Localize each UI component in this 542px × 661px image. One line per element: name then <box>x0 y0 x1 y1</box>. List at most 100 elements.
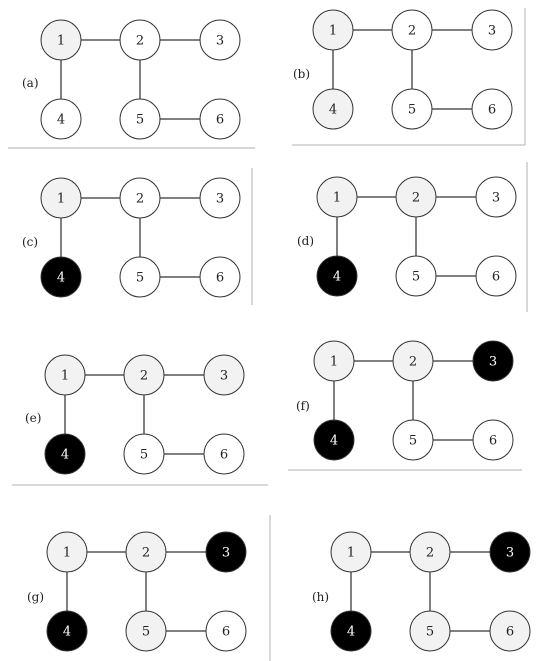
node-1-gray <box>40 177 82 219</box>
node-1-gray <box>46 531 88 573</box>
node-2-white <box>119 177 161 219</box>
node-label-1: 1 <box>57 192 65 207</box>
node-label-1: 1 <box>330 355 338 370</box>
node-label-2: 2 <box>409 355 417 370</box>
node-label-1: 1 <box>329 24 337 39</box>
node-label-6: 6 <box>220 448 228 463</box>
node-label-1: 1 <box>63 546 71 561</box>
node-label-3: 3 <box>220 369 228 384</box>
node-1-gray <box>330 531 372 573</box>
panel-label-b: (b) <box>293 67 310 81</box>
node-label-1: 1 <box>347 546 355 561</box>
node-2-gray <box>395 176 437 218</box>
node-3-black <box>489 531 531 573</box>
node-label-3: 3 <box>222 546 230 561</box>
node-label-2: 2 <box>412 191 420 206</box>
node-2-white <box>391 9 433 51</box>
panel-label-a: (a) <box>22 76 39 90</box>
node-label-5: 5 <box>412 270 420 285</box>
node-3-gray <box>203 354 245 396</box>
panel-d: 1 2 3 4 5 6 (d) <box>297 176 517 297</box>
node-4-black <box>44 433 86 475</box>
node-4-black <box>316 255 358 297</box>
node-label-5: 5 <box>140 448 148 463</box>
node-label-5: 5 <box>142 625 150 640</box>
node-2-gray <box>125 531 167 573</box>
node-6-white <box>472 419 514 461</box>
node-label-2: 2 <box>136 34 144 49</box>
node-2-white <box>119 19 161 61</box>
node-3-white <box>471 9 513 51</box>
node-5-white <box>119 256 161 298</box>
node-2-gray <box>409 531 451 573</box>
node-3-black <box>205 531 247 573</box>
node-label-6: 6 <box>216 113 224 128</box>
node-5-white <box>119 98 161 140</box>
node-5-white <box>395 255 437 297</box>
node-6-white <box>203 433 245 475</box>
node-label-5: 5 <box>408 103 416 118</box>
node-5-gray <box>409 610 451 652</box>
node-5-white <box>392 419 434 461</box>
node-label-6: 6 <box>488 103 496 118</box>
panel-label-c: (c) <box>22 235 38 249</box>
node-label-5: 5 <box>136 271 144 286</box>
node-5-white <box>123 433 165 475</box>
node-label-1: 1 <box>333 191 341 206</box>
node-1-gray <box>44 354 86 396</box>
node-label-4: 4 <box>333 270 341 285</box>
node-4-black <box>40 256 82 298</box>
node-label-6: 6 <box>492 270 500 285</box>
node-4-black <box>313 419 355 461</box>
node-label-6: 6 <box>222 625 230 640</box>
node-label-1: 1 <box>61 369 69 384</box>
panel-label-f: (f) <box>296 399 310 413</box>
panel-label-h: (h) <box>312 590 329 604</box>
node-label-2: 2 <box>136 192 144 207</box>
node-6-gray <box>489 610 531 652</box>
node-label-5: 5 <box>426 625 434 640</box>
node-5-white <box>391 88 433 130</box>
node-label-2: 2 <box>426 546 434 561</box>
node-label-4: 4 <box>347 625 355 640</box>
node-4-black <box>330 610 372 652</box>
node-1-gray <box>312 9 354 51</box>
node-3-white <box>199 177 241 219</box>
panel-label-d: (d) <box>297 234 314 248</box>
node-label-4: 4 <box>329 103 337 118</box>
node-2-gray <box>123 354 165 396</box>
node-label-3: 3 <box>216 34 224 49</box>
node-label-4: 4 <box>57 271 65 286</box>
panel-label-g: (g) <box>27 590 44 604</box>
node-label-2: 2 <box>142 546 150 561</box>
panel-g: 1 2 3 4 5 6 (g) <box>27 531 247 652</box>
node-label-3: 3 <box>492 191 500 206</box>
node-3-white <box>475 176 517 218</box>
node-label-6: 6 <box>216 271 224 286</box>
node-4-white <box>40 98 82 140</box>
node-2-gray <box>392 340 434 382</box>
node-1-gray <box>313 340 355 382</box>
node-6-white <box>475 255 517 297</box>
node-label-6: 6 <box>489 434 497 449</box>
node-label-2: 2 <box>408 24 416 39</box>
node-label-5: 5 <box>409 434 417 449</box>
node-3-white <box>199 19 241 61</box>
node-4-gray <box>312 88 354 130</box>
node-5-gray <box>125 610 167 652</box>
node-6-white <box>205 610 247 652</box>
node-3-black <box>472 340 514 382</box>
node-4-black <box>46 610 88 652</box>
node-label-2: 2 <box>140 369 148 384</box>
node-1-gray <box>40 19 82 61</box>
node-1-gray <box>316 176 358 218</box>
node-label-4: 4 <box>61 448 69 463</box>
panel-separators <box>8 8 528 661</box>
node-label-4: 4 <box>63 625 71 640</box>
